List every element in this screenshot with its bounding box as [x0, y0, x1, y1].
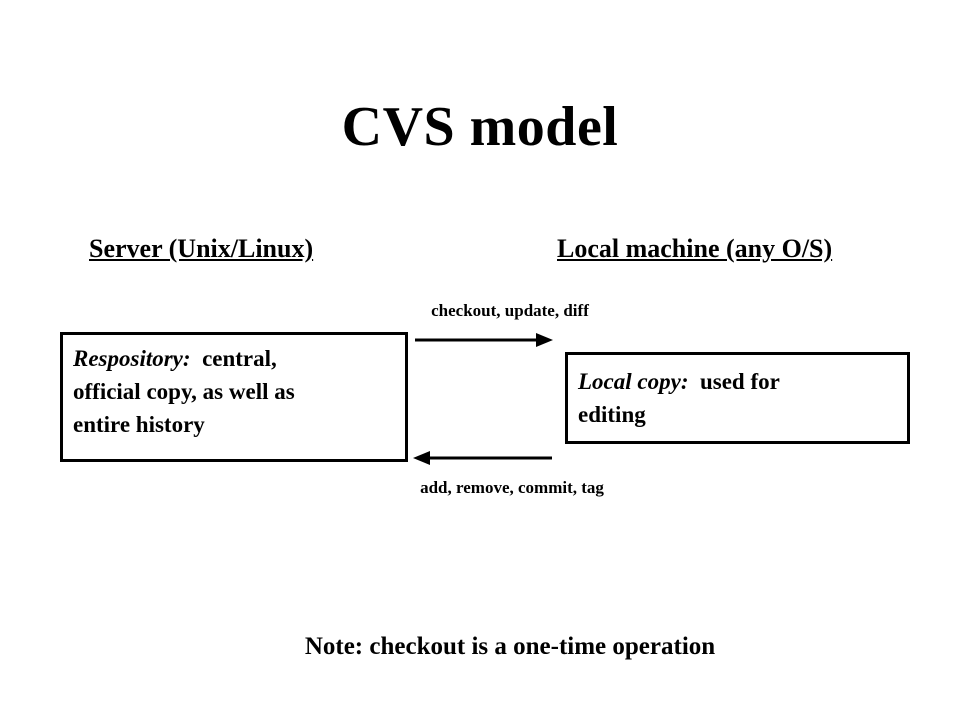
page-title: CVS model	[341, 96, 619, 158]
repository-text-3: entire history	[73, 412, 205, 437]
repository-label: Respository:	[73, 346, 191, 371]
local-copy-line-1: Local copy: used for	[578, 365, 897, 398]
repository-text-2: official copy, as well as	[73, 379, 295, 404]
repository-box: Respository: central, official copy, as …	[60, 332, 408, 462]
local-copy-text-2: editing	[578, 402, 646, 427]
local-copy-text-1: used for	[699, 369, 780, 394]
local-copy-label: Local copy:	[578, 369, 689, 394]
repository-line-1: Respository: central,	[73, 342, 395, 375]
server-heading: Server (Unix/Linux)	[89, 234, 314, 263]
arrow-left-icon	[413, 451, 552, 465]
local-copy-box: Local copy: used for editing	[565, 352, 910, 444]
arrow-right-icon	[415, 333, 553, 347]
repository-text-1: central,	[202, 346, 277, 371]
footnote: Note: checkout is a one-time operation	[304, 633, 716, 660]
add-remove-commit-tag-label: add, remove, commit, tag	[420, 478, 604, 497]
local-machine-heading: Local machine (any O/S)	[557, 234, 833, 263]
checkout-update-diff-label: checkout, update, diff	[431, 301, 589, 320]
